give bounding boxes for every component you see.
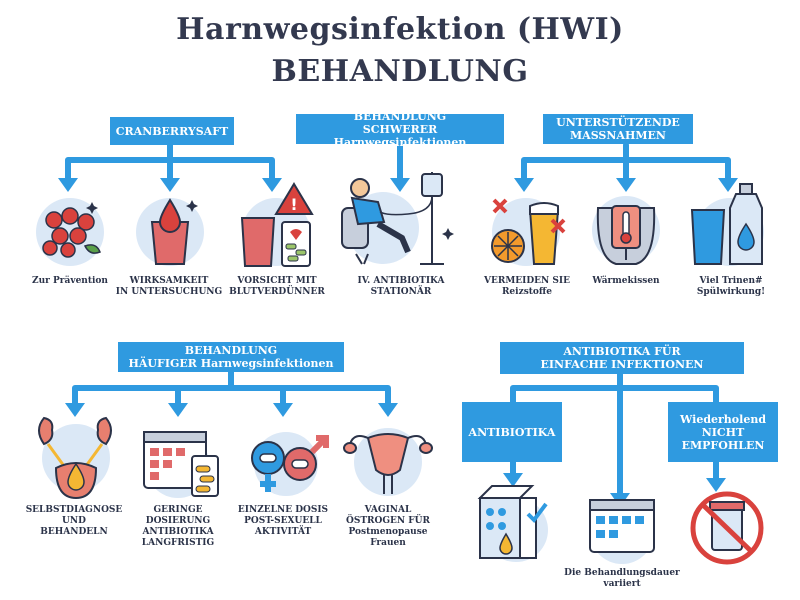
label-avoid: VERMEIDEN SIE Reizstoffe [484, 276, 570, 297]
kidneys-bladder-icon [38, 416, 112, 500]
header-frequent: BEHANDLUNG HÄUFIGER Harnwegsinfektionen [118, 342, 344, 372]
header-simple: ANTIBIOTIKA FÜR EINFACHE INFEKTIONEN [500, 342, 744, 374]
avoid-irritants-icon [491, 198, 566, 266]
page-title: Harnwegsinfektion (HWI) [176, 12, 624, 47]
juice-drop-icon [136, 198, 204, 266]
gender-symbols-icon [251, 432, 329, 496]
header-severe: BEHANDLUNG SCHWERER Harnwegsinfektionen [296, 110, 504, 149]
label-selfdiag: SELBSTDIAGNOSE UND BEHANDELN [25, 505, 123, 537]
label-duration: Die Behandlungsdauer variiert [564, 568, 680, 589]
treatment-calendar-icon [589, 499, 655, 564]
medicine-box-icon [477, 485, 548, 562]
label-efficacy: WIRKSAMKEIT IN UNTERSUCHUNG [115, 276, 223, 297]
svg-text:!: ! [290, 195, 297, 214]
calendar-pills-icon [143, 431, 219, 498]
iv-patient-icon [341, 172, 454, 265]
label-iv: IV. ANTIBIOTIKA STATIONÄR [357, 276, 445, 297]
heating-pad-icon [592, 196, 660, 265]
header-supportive: UNTERSTÜTZENDE MASSNAHMEN [543, 114, 693, 144]
label-prevention: Zur Prävention [32, 276, 108, 286]
label-heat: Wärmekissen [592, 276, 660, 286]
cranberries-icon [36, 198, 104, 266]
header-repeat-not-recommended: Wiederholend NICHT EMPFOHLEN [668, 402, 778, 462]
warning-glass-pills-icon: ! [240, 182, 314, 267]
label-single: EINZELNE DOSIS POST-SEXUELL AKTIVITÄT [237, 505, 329, 537]
label-drink: Viel Trinen# Spülwirkung! [696, 276, 766, 297]
label-caution: VORSICHT MIT BLUTVERDÜNNER [229, 276, 325, 297]
water-glass-bottle-icon [690, 183, 764, 266]
header-cranberry: CRANBERRYSAFT [110, 117, 234, 145]
label-vaginal: VAGINAL ÖSTROGEN FÜR Postmenopause Fraue… [346, 505, 430, 548]
header-antibiotika: ANTIBIOTIKA [462, 402, 562, 462]
page-subtitle: BEHANDLUNG [271, 54, 529, 89]
label-lowdose: GERINGE DOSIERUNG ANTIBIOTIKA LANGFRISTI… [141, 505, 215, 548]
uterus-icon [343, 428, 433, 496]
no-repeat-prohibited-icon [690, 491, 764, 565]
